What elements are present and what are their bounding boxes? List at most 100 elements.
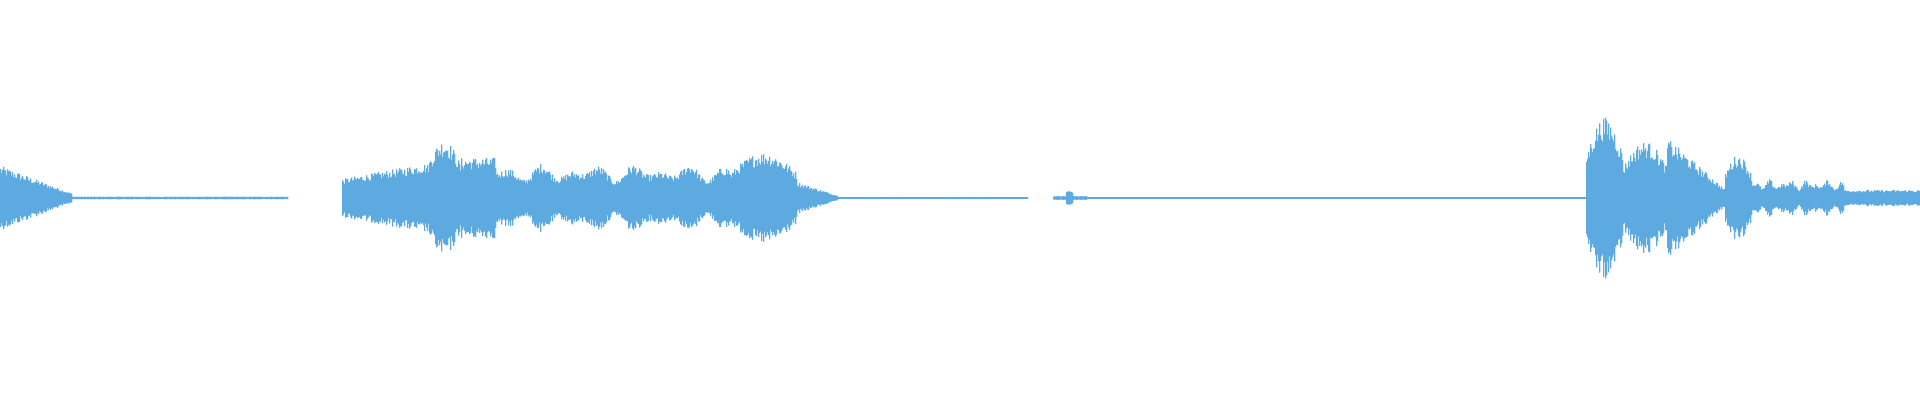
waveform-sample [242,196,244,200]
waveform-sample [237,196,239,200]
waveform-sample [924,197,926,199]
waveform-sample [385,174,387,222]
waveform-sample [721,173,723,223]
waveform-sample [73,196,75,200]
waveform-sample [642,177,644,219]
waveform-sample [525,183,527,213]
waveform-sample [1747,170,1749,226]
waveform-sample [1658,165,1660,231]
waveform-sample [563,176,565,220]
waveform-sample [1802,187,1804,209]
waveform-sample [517,179,519,217]
waveform-sample [88,196,90,200]
waveform-sample [360,177,362,219]
waveform-sample [118,196,120,200]
waveform-sample [1824,183,1826,213]
waveform-sample [1457,197,1459,199]
waveform-sample [447,151,449,245]
waveform-sample [826,192,828,204]
waveform-sample [822,191,824,205]
waveform-sample [1248,197,1250,199]
waveform-sample [515,177,517,219]
waveform-sample [282,196,284,200]
waveform-sample [1188,197,1190,199]
waveform-sample [1702,171,1704,225]
waveform-sample [445,150,447,246]
waveform-sample [1918,190,1920,206]
waveform-sample [177,196,179,200]
waveform-sample [1776,188,1778,208]
waveform-sample [1729,169,1731,227]
waveform-sample [1876,190,1878,206]
waveform-sample [1896,190,1898,206]
waveform-sample [1467,197,1469,199]
waveform-sample [718,173,720,223]
waveform-sample [68,192,70,204]
waveform-sample [588,174,590,222]
waveform-sample [1811,187,1813,209]
waveform-sample [1848,190,1850,206]
waveform-sample [1182,197,1184,199]
waveform-sample [1126,197,1128,199]
waveform-sample [1481,197,1483,199]
waveform-sample [1810,185,1812,211]
waveform-sample [1603,119,1605,277]
waveform-sample [1685,158,1687,238]
waveform-sample [1569,197,1571,199]
waveform-sample [1665,165,1667,231]
waveform-sample [1889,191,1891,205]
waveform-sample [894,196,896,200]
waveform-sample [741,165,743,231]
waveform-sample [221,196,223,200]
waveform-sample [582,174,584,222]
waveform-sample [1871,190,1873,206]
waveform-sample [1314,197,1316,199]
waveform-sample [1260,197,1262,199]
waveform-sample [1196,197,1198,199]
waveform-sample [1446,197,1448,199]
waveform-sample [1131,197,1133,199]
waveform-sample [1185,197,1187,199]
waveform-sample [1010,197,1012,199]
waveform-sample [389,172,391,224]
waveform-sample [1477,197,1479,199]
waveform-sample [1412,197,1414,199]
waveform-sample [1580,197,1582,199]
waveform-sample [796,179,798,217]
waveform-sample [703,179,705,217]
waveform-sample [1312,197,1314,199]
waveform-sample [984,197,986,199]
waveform-sample [1789,182,1791,214]
waveform-sample [1277,197,1279,199]
waveform-sample [432,166,434,230]
waveform-sample [649,181,651,215]
waveform-sample [1590,144,1592,252]
waveform-sample [1679,153,1681,243]
waveform-sample [1738,159,1740,237]
waveform-sample [873,197,875,199]
waveform-sample [455,163,457,233]
waveform-sample [394,173,396,223]
waveform-sample [814,189,816,207]
waveform-sample [720,168,722,228]
waveform-sample [1219,197,1221,199]
waveform-sample [505,170,507,226]
waveform-sample [568,176,570,220]
waveform-sample [926,197,928,199]
waveform-sample [366,175,368,221]
waveform-sample [1138,197,1140,199]
waveform-sample [1495,197,1497,199]
waveform-sample [160,197,162,199]
waveform-sample [655,175,657,221]
waveform-sample [1635,161,1637,235]
waveform-sample [179,196,181,200]
waveform-sample [1303,197,1305,199]
waveform-sample [1262,197,1264,199]
waveform-sample [911,196,913,200]
waveform-sample [738,172,740,224]
waveform-sample [1488,197,1490,199]
waveform-sample [268,197,270,199]
waveform-sample [1255,197,1257,199]
